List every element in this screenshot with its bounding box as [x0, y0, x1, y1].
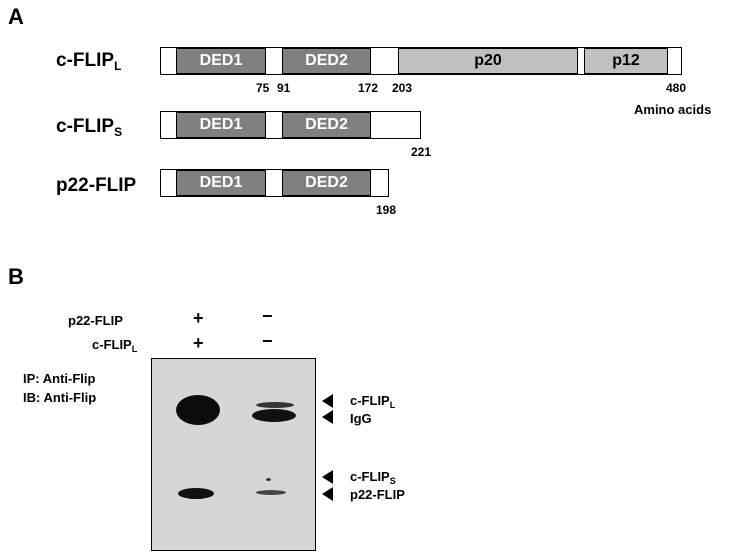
cflip-l-label: c-FLIPL	[56, 51, 121, 72]
cond-cflip-lane1-sign: +	[193, 333, 204, 353]
band-lane2-p22	[256, 490, 286, 495]
p22-flip-bar: DED1 DED2	[160, 169, 389, 197]
ip-label: IP: Anti-Flip	[23, 371, 96, 386]
band-lane2-upper-faint	[256, 402, 294, 408]
cflip-s-ded2-domain: DED2	[282, 112, 371, 138]
band-label-cflip-l: c-FLIPL	[350, 393, 395, 410]
band-label-p22-flip: p22-FLIP	[350, 487, 405, 502]
pos-221: 221	[411, 145, 432, 159]
cflip-s-bar: DED1 DED2	[160, 111, 421, 139]
cflip-s-sub: S	[114, 125, 123, 139]
p22-ded1-domain: DED1	[176, 170, 266, 196]
arrow-cflip-l-icon	[322, 394, 333, 408]
arrow-cflip-s-icon	[322, 470, 333, 484]
band-label-igg: IgG	[350, 411, 372, 426]
cond-p22-lane1-sign: +	[193, 308, 204, 328]
arrow-p22-flip-icon	[322, 487, 333, 501]
band-cflip-s-sub: S	[389, 476, 396, 486]
amino-acids-label: Amino acids	[634, 102, 712, 117]
cflip-s-name: c-FLIP	[56, 116, 115, 137]
western-blot	[151, 358, 316, 551]
pos-198: 198	[376, 203, 397, 217]
cond-p22-flip-label: p22-FLIP	[68, 313, 123, 328]
cond-cflip-l-name: c-FLIP	[92, 337, 132, 352]
cflip-l-ded1-domain: DED1	[176, 48, 266, 74]
panel-b-letter: B	[8, 264, 24, 289]
cflip-l-ded2-domain: DED2	[282, 48, 371, 74]
cond-p22-lane2-sign: −	[262, 306, 273, 326]
pos-203: 203	[392, 81, 413, 95]
ib-label: IB: Anti-Flip	[23, 390, 97, 405]
cflip-l-p20-domain: p20	[398, 48, 578, 74]
cflip-l-name: c-FLIP	[56, 50, 115, 71]
cflip-s-label: c-FLIPS	[56, 117, 122, 138]
band-lane2-upper	[252, 409, 296, 422]
band-label-cflip-s: c-FLIPS	[350, 469, 396, 486]
pos-480: 480	[666, 81, 687, 95]
cond-cflip-l-sub: L	[131, 344, 138, 354]
cflip-l-bar: DED1 DED2 p20 p12	[160, 47, 682, 75]
cond-cflip-l-label: c-FLIPL	[92, 337, 137, 354]
pos-91: 91	[277, 81, 291, 95]
cflip-s-ded1-domain: DED1	[176, 112, 266, 138]
pos-172: 172	[358, 81, 379, 95]
p22-flip-label: p22-FLIP	[56, 175, 137, 196]
cflip-l-sub: L	[114, 59, 122, 73]
band-lane1-upper	[176, 395, 220, 425]
band-lane2-flips	[266, 478, 271, 481]
arrow-igg-icon	[322, 410, 333, 424]
band-cflip-s-name: c-FLIP	[350, 469, 390, 484]
band-lane1-p22	[178, 488, 214, 499]
band-cflip-l-name: c-FLIP	[350, 393, 390, 408]
cond-cflip-lane2-sign: −	[262, 331, 273, 351]
band-cflip-l-sub: L	[389, 400, 396, 410]
p22-ded2-domain: DED2	[282, 170, 371, 196]
cflip-l-p12-domain: p12	[584, 48, 668, 74]
panel-a-letter: A	[8, 4, 24, 29]
pos-75: 75	[256, 81, 270, 95]
